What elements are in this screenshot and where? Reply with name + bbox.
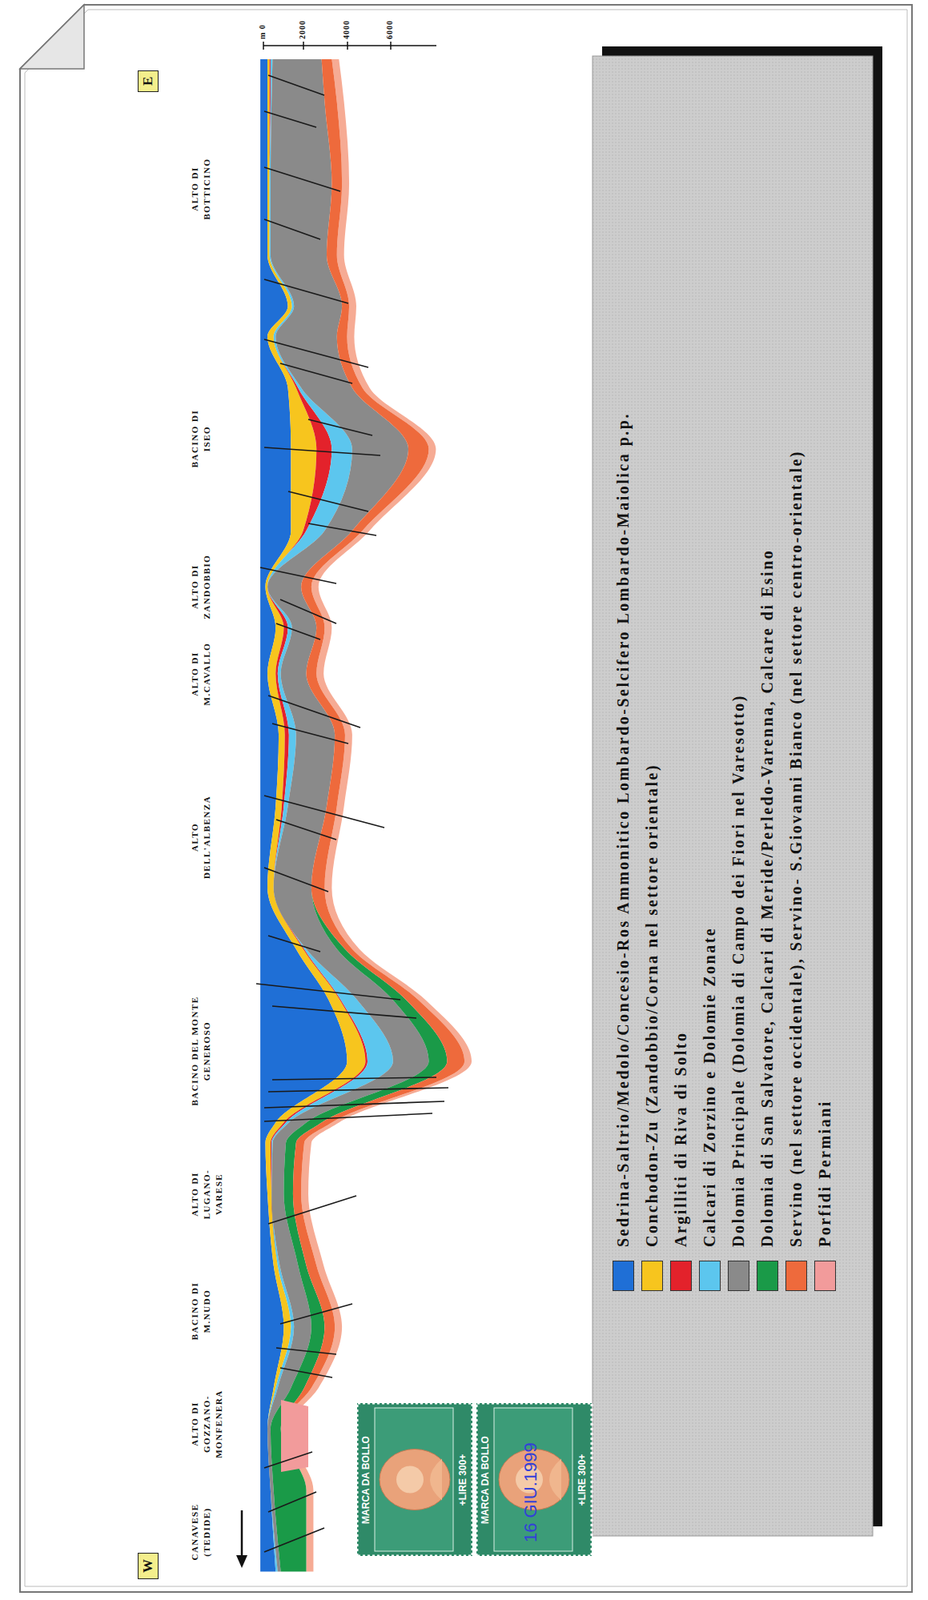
legend-text: Porfidi Permiani xyxy=(815,1100,835,1248)
legend-text: Calcari di Zorzino e Dolomie Zonate xyxy=(699,927,720,1248)
stamp-body xyxy=(357,1403,473,1557)
direction-arrow xyxy=(241,1510,244,1559)
stamp-bust xyxy=(549,1459,562,1502)
direction-letter: W xyxy=(140,1559,156,1574)
fault-line xyxy=(268,75,325,96)
stamp-text: +LIRE 300+ xyxy=(457,1408,469,1553)
legend-text: Dolomia Principale (Dolomia di Campo dei… xyxy=(728,694,748,1248)
depth-label: 6000 xyxy=(385,20,394,40)
revenue-stamp xyxy=(476,1403,592,1557)
postmark-date: 16 GIU.1999 xyxy=(520,1442,542,1543)
legend-swatch xyxy=(699,1261,721,1292)
depth-label: 2000 xyxy=(297,20,307,40)
fault-line xyxy=(256,984,401,1001)
fault-line xyxy=(264,795,385,828)
fault-line xyxy=(276,1348,337,1355)
stamp-text: MARCA DA BOLLO xyxy=(360,1408,372,1553)
depth-label: 4000 xyxy=(341,20,351,40)
fault-line xyxy=(268,1088,449,1093)
revenue-stamp xyxy=(357,1403,473,1557)
legend-swatch xyxy=(641,1261,663,1292)
legend-panel xyxy=(592,56,873,1537)
page-frame xyxy=(20,4,912,1593)
fault-line xyxy=(260,567,337,584)
stamp-text: MARCA DA BOLLO xyxy=(479,1408,491,1553)
fault-line xyxy=(288,491,369,512)
fault-line xyxy=(264,167,341,192)
region-label: ALTO DELL'ALBENZA xyxy=(188,786,213,889)
scale-tick xyxy=(389,41,392,50)
servino-layer xyxy=(281,59,466,1573)
stamp-bust xyxy=(429,1459,442,1502)
fault-line xyxy=(264,219,321,240)
fault-line xyxy=(264,447,381,456)
scale-tick xyxy=(346,41,349,50)
stamp-text: +LIRE 300+ xyxy=(576,1408,588,1553)
fault-line xyxy=(264,1528,325,1553)
scale-tick xyxy=(302,41,305,50)
direction-letter: E xyxy=(140,76,156,86)
fault-line xyxy=(264,111,317,128)
region-label: ALTO DI LUGANO- VARESE xyxy=(188,1161,225,1228)
legend-text: Servino (nel settore occidentale), Servi… xyxy=(786,449,806,1248)
fault-line xyxy=(264,339,369,368)
region-label: CANAVESE (TEDIDE) xyxy=(188,1497,213,1568)
region-label: BACINO DEL MONTE GENEROSO xyxy=(188,996,213,1107)
region-label: ALTO DI BOTTICINO xyxy=(188,149,213,229)
legend-swatch xyxy=(785,1261,808,1292)
legend-swatch xyxy=(727,1261,750,1292)
fault-line xyxy=(268,695,361,728)
fault-line xyxy=(264,1101,445,1109)
fault-line xyxy=(280,1304,353,1325)
fault-line xyxy=(276,623,321,640)
region-label: BACINO DI ISEO xyxy=(188,399,213,479)
legend-text: Sedrina-Saltrio/Medolo/Concesio-Ros Ammo… xyxy=(613,412,633,1248)
fault-line xyxy=(280,363,353,384)
section xyxy=(260,59,472,1573)
fault-line xyxy=(264,1452,313,1469)
scale-bar xyxy=(263,44,437,47)
region-label: ALTO DI GOZZANO- MONFENERA xyxy=(188,1387,225,1462)
legend-swatch xyxy=(670,1261,692,1292)
legend-swatch xyxy=(612,1261,635,1292)
fault-line xyxy=(276,819,337,840)
stamp-body xyxy=(476,1403,592,1557)
direction-arrowhead xyxy=(236,1555,248,1569)
fault-line xyxy=(308,523,377,536)
fault-line xyxy=(272,723,349,744)
fault-line xyxy=(264,867,329,892)
folded-corner xyxy=(20,4,85,69)
fault-line xyxy=(268,1196,357,1225)
region-label: ALTO DI M.CAVALLO xyxy=(188,634,213,714)
stamp-portrait xyxy=(396,1466,424,1495)
direction-box: W xyxy=(137,1553,159,1580)
legend-swatch xyxy=(814,1261,836,1292)
stamp-oval xyxy=(379,1450,450,1511)
legend-text: Conchodon-Zu (Zandobbio/Corna nel settor… xyxy=(642,763,662,1248)
direction-box: E xyxy=(137,70,159,93)
depth-label: m 0 xyxy=(257,24,267,40)
legend-text: Dolomia di San Salvatore, Calcari di Mer… xyxy=(757,549,777,1248)
fault-line xyxy=(280,599,337,624)
region-label: BACINO DI M.NUDO xyxy=(188,1272,213,1351)
fault-line xyxy=(308,419,373,436)
san-salvatore-layer xyxy=(270,59,448,1573)
dolomia-principale-layer xyxy=(267,59,429,1573)
fault-line xyxy=(264,1113,433,1122)
legend-swatch xyxy=(756,1261,779,1292)
region-label: ALTO DI ZANDOBBIO xyxy=(188,547,213,627)
fault-line xyxy=(268,936,321,953)
stamp-frame xyxy=(374,1408,454,1552)
fault-line xyxy=(280,1368,333,1378)
fault-line xyxy=(272,1077,437,1081)
fault-line xyxy=(264,279,349,304)
legend-text: Argilliti di Riva di Solto xyxy=(670,1032,691,1248)
stamp-frame xyxy=(494,1408,573,1552)
scale-tick xyxy=(262,41,265,50)
fault-line xyxy=(268,1492,317,1513)
fault-line xyxy=(272,1006,417,1019)
page-frame-inner xyxy=(24,9,908,1587)
